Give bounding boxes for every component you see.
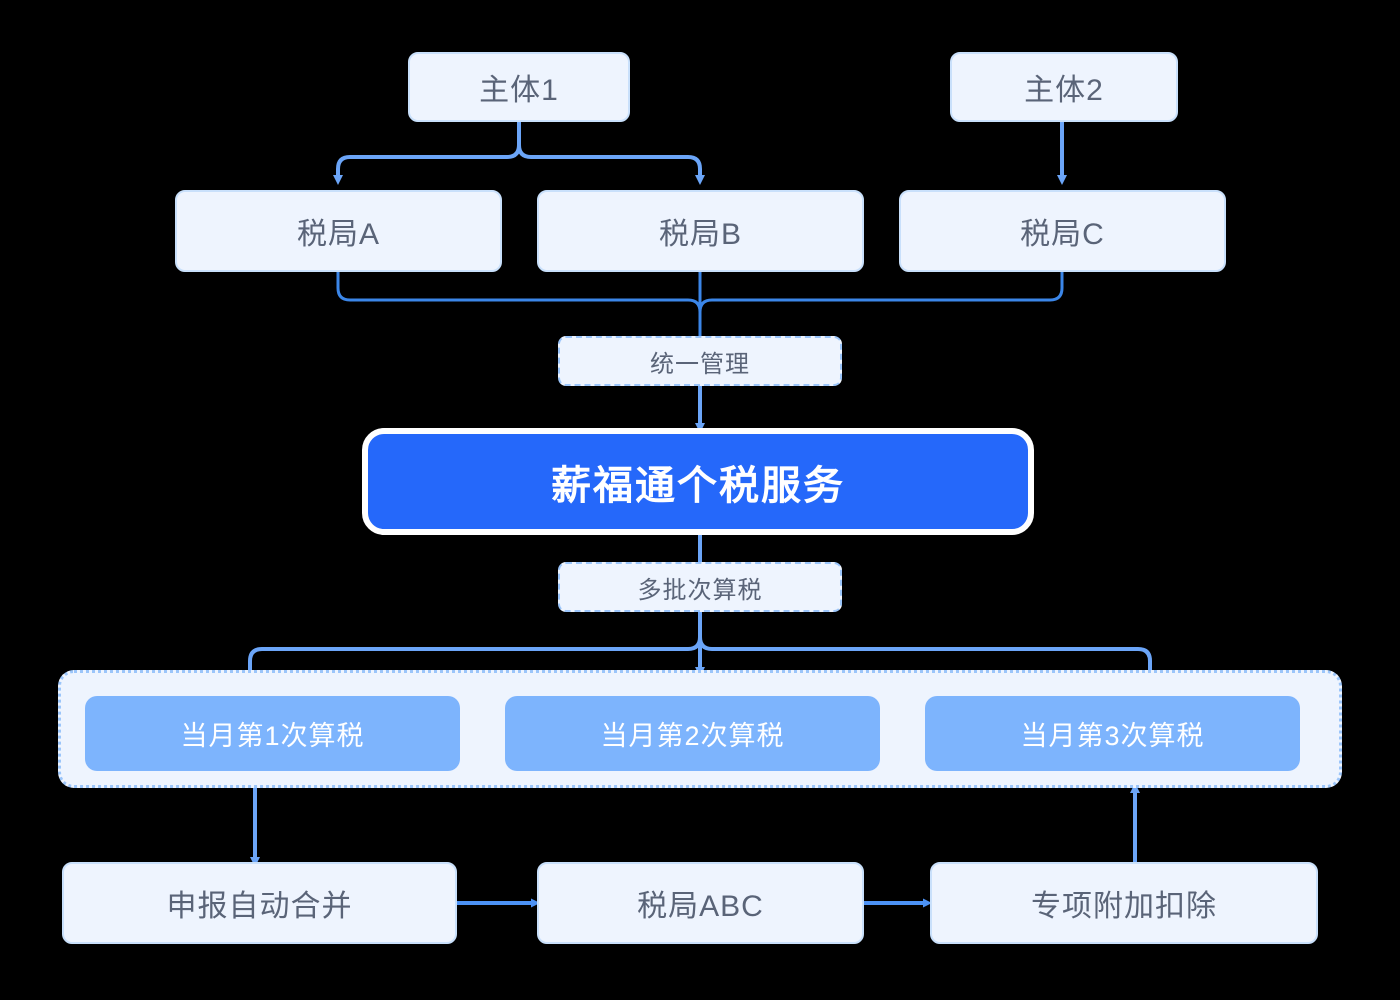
node-unified-management[interactable]: 统一管理 — [558, 336, 842, 386]
batch-chip-3-label: 当月第3次算税 — [1020, 721, 1205, 751]
node-entity1[interactable]: 主体1 — [408, 52, 630, 122]
connector-bureaus-to-unified — [336, 272, 1064, 336]
node-auto-merge-label: 申报自动合并 — [166, 890, 353, 923]
node-special-deduction-label: 专项附加扣除 — [1031, 890, 1217, 923]
node-bureau-a[interactable]: 税局A — [175, 190, 502, 272]
node-bureau-b[interactable]: 税局B — [537, 190, 864, 272]
node-entity2-label: 主体2 — [1024, 74, 1104, 107]
node-unified-management-label: 统一管理 — [650, 350, 750, 378]
node-bureau-c-label: 税局C — [1020, 218, 1105, 251]
connector-entity1-to-bureaus — [333, 122, 705, 185]
node-bureau-c[interactable]: 税局C — [899, 190, 1226, 272]
node-entity1-label: 主体1 — [479, 74, 559, 107]
node-entity2[interactable]: 主体2 — [950, 52, 1178, 122]
node-special-deduction[interactable]: 专项附加扣除 — [930, 862, 1318, 944]
node-auto-merge[interactable]: 申报自动合并 — [62, 862, 457, 944]
batch-chip-3[interactable]: 当月第3次算税 — [925, 696, 1300, 771]
node-bureau-abc[interactable]: 税局ABC — [537, 862, 864, 944]
node-platform-service-label: 薪福通个税服务 — [551, 463, 845, 508]
batch-chip-1-label: 当月第1次算税 — [180, 721, 365, 751]
batch-chip-2[interactable]: 当月第2次算税 — [505, 696, 880, 771]
connector-multibatch-to-batches — [248, 612, 1152, 677]
batch-chip-2-label: 当月第2次算税 — [600, 721, 785, 751]
node-bureau-a-label: 税局A — [296, 218, 380, 251]
node-multi-batch-label: 多批次算税 — [637, 576, 763, 604]
node-platform-service[interactable]: 薪福通个税服务 — [362, 428, 1034, 535]
node-bureau-b-label: 税局B — [658, 218, 742, 251]
node-multi-batch[interactable]: 多批次算税 — [558, 562, 842, 612]
batch-chip-1[interactable]: 当月第1次算税 — [85, 696, 460, 771]
node-bureau-abc-label: 税局ABC — [637, 890, 764, 923]
